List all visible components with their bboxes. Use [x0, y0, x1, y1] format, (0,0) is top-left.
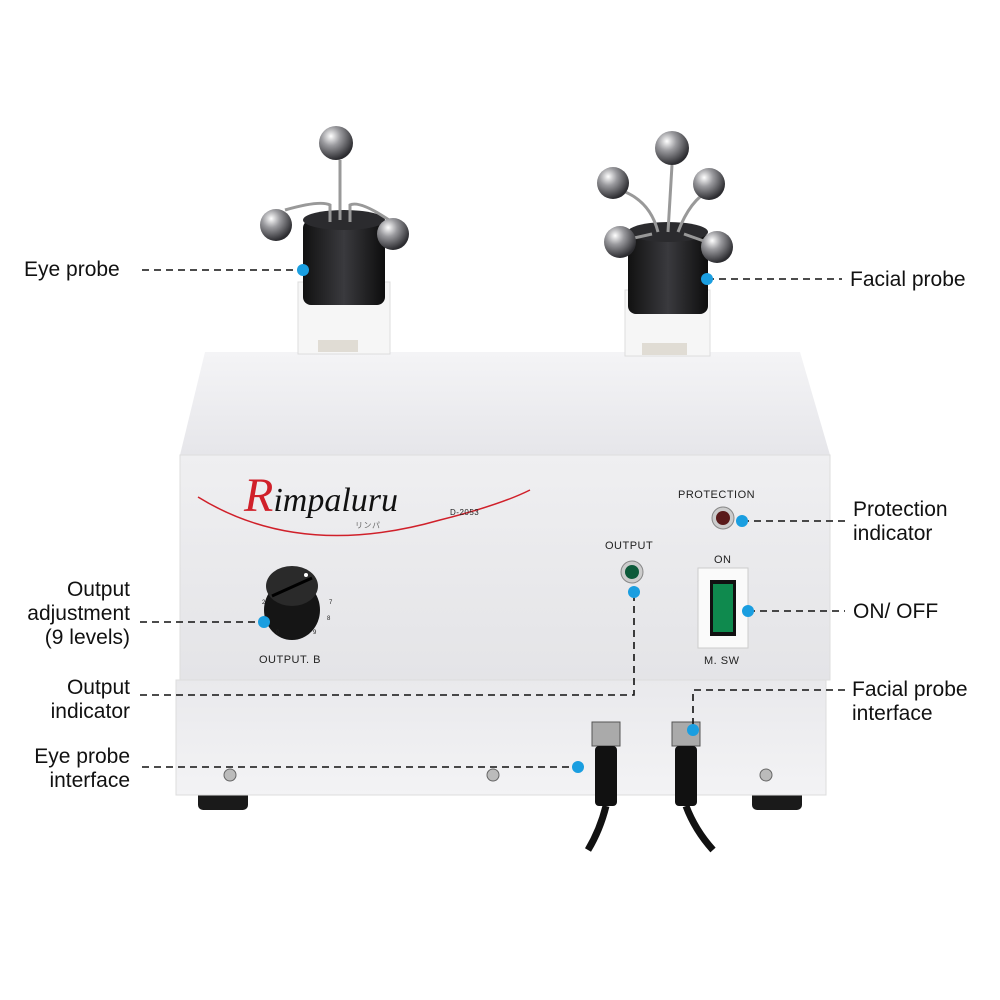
knob-scale-8: 8	[327, 616, 331, 622]
knob-scale-7: 7	[329, 600, 333, 606]
model-number: D-2053	[450, 508, 480, 517]
top-surface	[180, 352, 830, 455]
output-knob[interactable]	[264, 566, 320, 640]
knob-scale-2: 2	[262, 600, 266, 606]
cables	[584, 721, 716, 853]
protection-label: PROTECTION	[678, 489, 756, 501]
knob-label: OUTPUT. B	[259, 654, 321, 666]
eye-probe-label: Eye probe	[24, 258, 120, 281]
callout-lines	[140, 269, 845, 768]
knob-scale-0: 0	[276, 630, 280, 636]
on-label: ON	[714, 554, 732, 566]
brand-kana: リンパ	[355, 521, 381, 530]
facial-probe-label: Facial probe	[850, 268, 966, 291]
output-label: OUTPUT	[605, 540, 654, 552]
screws	[223, 768, 773, 782]
lower-panel	[175, 679, 827, 796]
power-switch	[713, 584, 733, 632]
brand-logo: Rimpaluru	[244, 469, 399, 522]
switch-label: M. SW	[704, 655, 740, 667]
eye-probe	[260, 126, 409, 355]
facial-probe	[597, 131, 733, 357]
callout-dots	[258, 264, 754, 773]
on-off-label: ON/ OFF	[853, 600, 939, 623]
knob-scale-9: 9	[313, 630, 317, 636]
